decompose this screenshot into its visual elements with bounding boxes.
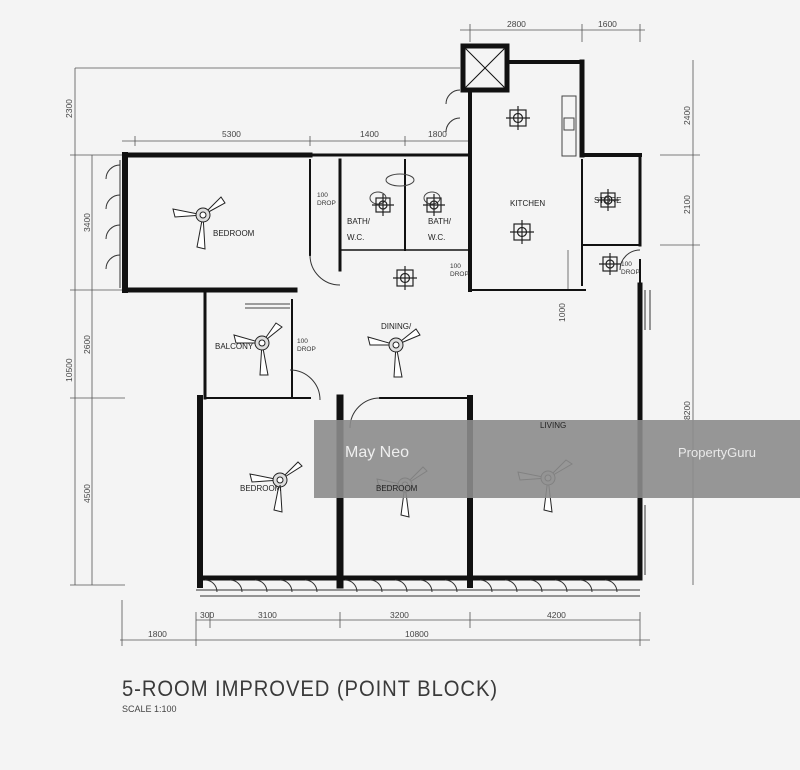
dim-bottom-1800: 1800: [148, 629, 167, 639]
dim-bottom-4200: 4200: [547, 610, 566, 620]
dim-bottom-3100: 3100: [258, 610, 277, 620]
drop-note-value: 100: [621, 261, 632, 268]
dim-bottom-10800: 10800: [405, 629, 429, 639]
dim-right-2400: 2400: [682, 106, 692, 125]
room-label-dining: DINING/: [381, 322, 412, 331]
drop-note-value: 100: [450, 263, 461, 270]
room-label-bath-1: BATH/: [347, 217, 371, 226]
windows: [119, 160, 651, 597]
room-label-bath-2: BATH/: [428, 217, 452, 226]
dim-bottom-3200: 3200: [390, 610, 409, 620]
room-label-bath-2-wc: W.C.: [428, 233, 445, 242]
light-symbols: [372, 106, 621, 290]
ceiling-fan-icon: [249, 461, 303, 513]
scale-label: SCALE 1:100: [122, 704, 177, 714]
dim-top-1600: 1600: [598, 19, 617, 29]
plan-title: 5-ROOM IMPROVED (POINT BLOCK): [122, 676, 499, 701]
dim-left-2600: 2600: [82, 335, 92, 354]
dim-bottom-300: 300: [200, 610, 214, 620]
ceiling-fan-icon: [233, 322, 283, 376]
room-labels: BEDROOM BATH/ W.C. BATH/ W.C. KITCHEN ST…: [213, 196, 621, 493]
watermark-band: [314, 420, 800, 498]
room-label-bedroom-2: BEDROOM: [240, 484, 282, 493]
walls: [122, 43, 643, 589]
fixtures: [245, 95, 577, 309]
dim-right-2100: 2100: [682, 195, 692, 214]
watermark-name: May Neo: [345, 444, 409, 461]
drop-note-value: 100: [297, 338, 308, 345]
room-label-master-bedroom: BEDROOM: [213, 229, 255, 238]
dim-top-2800: 2800: [507, 19, 526, 29]
drop-note-label: DROP: [317, 200, 336, 207]
drop-note-label: DROP: [450, 271, 469, 278]
ceiling-fan-icon: [172, 196, 226, 250]
dim-left-10500: 10500: [64, 358, 74, 382]
dimension-lines: [70, 24, 700, 646]
drop-note-value: 100: [317, 192, 328, 199]
room-label-store: STORE: [594, 196, 621, 205]
room-label-balcony: BALCONY: [215, 342, 254, 351]
dim-left-2300: 2300: [64, 99, 74, 118]
drop-notes: 100 DROP 100 DROP 100 DROP 100 DROP: [297, 192, 640, 353]
dim-left-4500: 4500: [82, 484, 92, 503]
room-label-bath-1-wc: W.C.: [347, 233, 364, 242]
room-label-bedroom-3: BEDROOM: [376, 484, 418, 493]
dim-top-1800: 1800: [428, 129, 447, 139]
dim-left-3400: 3400: [82, 213, 92, 232]
ceiling-fan-icon: [367, 328, 421, 378]
watermark-brand: PropertyGuru: [678, 445, 756, 460]
room-label-kitchen: KITCHEN: [510, 199, 545, 208]
dim-top-5300: 5300: [222, 129, 241, 139]
drop-note-label: DROP: [297, 346, 316, 353]
dim-right-8200: 8200: [682, 401, 692, 420]
dim-top-1400: 1400: [360, 129, 379, 139]
dim-kitchen-1000: 1000: [557, 303, 567, 322]
drop-note-label: DROP: [621, 269, 640, 276]
room-label-living: LIVING: [540, 421, 566, 430]
dimension-labels: 2800 1600 5300 1400 1800 1000 300 3100 3…: [64, 19, 692, 639]
